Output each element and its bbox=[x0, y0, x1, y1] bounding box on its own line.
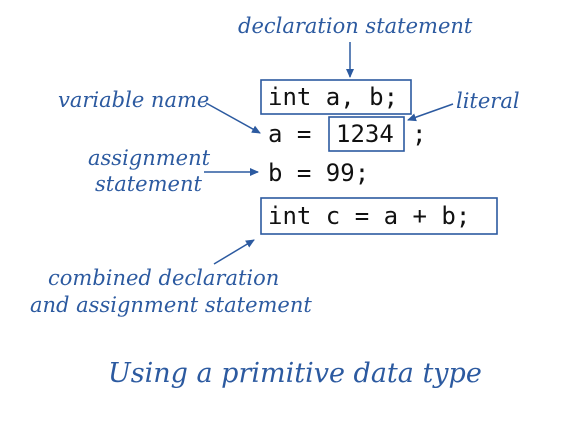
literal-arrow bbox=[407, 103, 454, 122]
code-line-declaration: int a, b; bbox=[268, 83, 399, 111]
variable-name-arrow bbox=[205, 102, 261, 134]
code-line-assign-a-semicolon: ; bbox=[412, 120, 427, 148]
combined-label-line2: and assignment statement bbox=[30, 293, 312, 317]
code-literal-value: 1234 bbox=[336, 120, 394, 148]
literal-label: literal bbox=[456, 89, 520, 113]
combined-label-line1: combined declaration bbox=[48, 266, 280, 290]
combined-arrow bbox=[213, 239, 255, 265]
code-line-assign-b: b = 99; bbox=[268, 159, 370, 187]
combined-box bbox=[260, 197, 498, 235]
variable-name-label: variable name bbox=[58, 88, 210, 112]
assignment-label-line2: statement bbox=[95, 172, 202, 196]
literal-box bbox=[328, 116, 405, 152]
declaration-box bbox=[260, 79, 412, 115]
assignment-label-line1: assignment bbox=[88, 146, 211, 170]
declaration-statement-label: declaration statement bbox=[238, 14, 473, 38]
code-line-combined: int c = a + b; bbox=[268, 202, 471, 230]
figure-caption: Using a primitive data type bbox=[108, 358, 482, 389]
code-line-assign-a-prefix: a = bbox=[268, 120, 326, 148]
